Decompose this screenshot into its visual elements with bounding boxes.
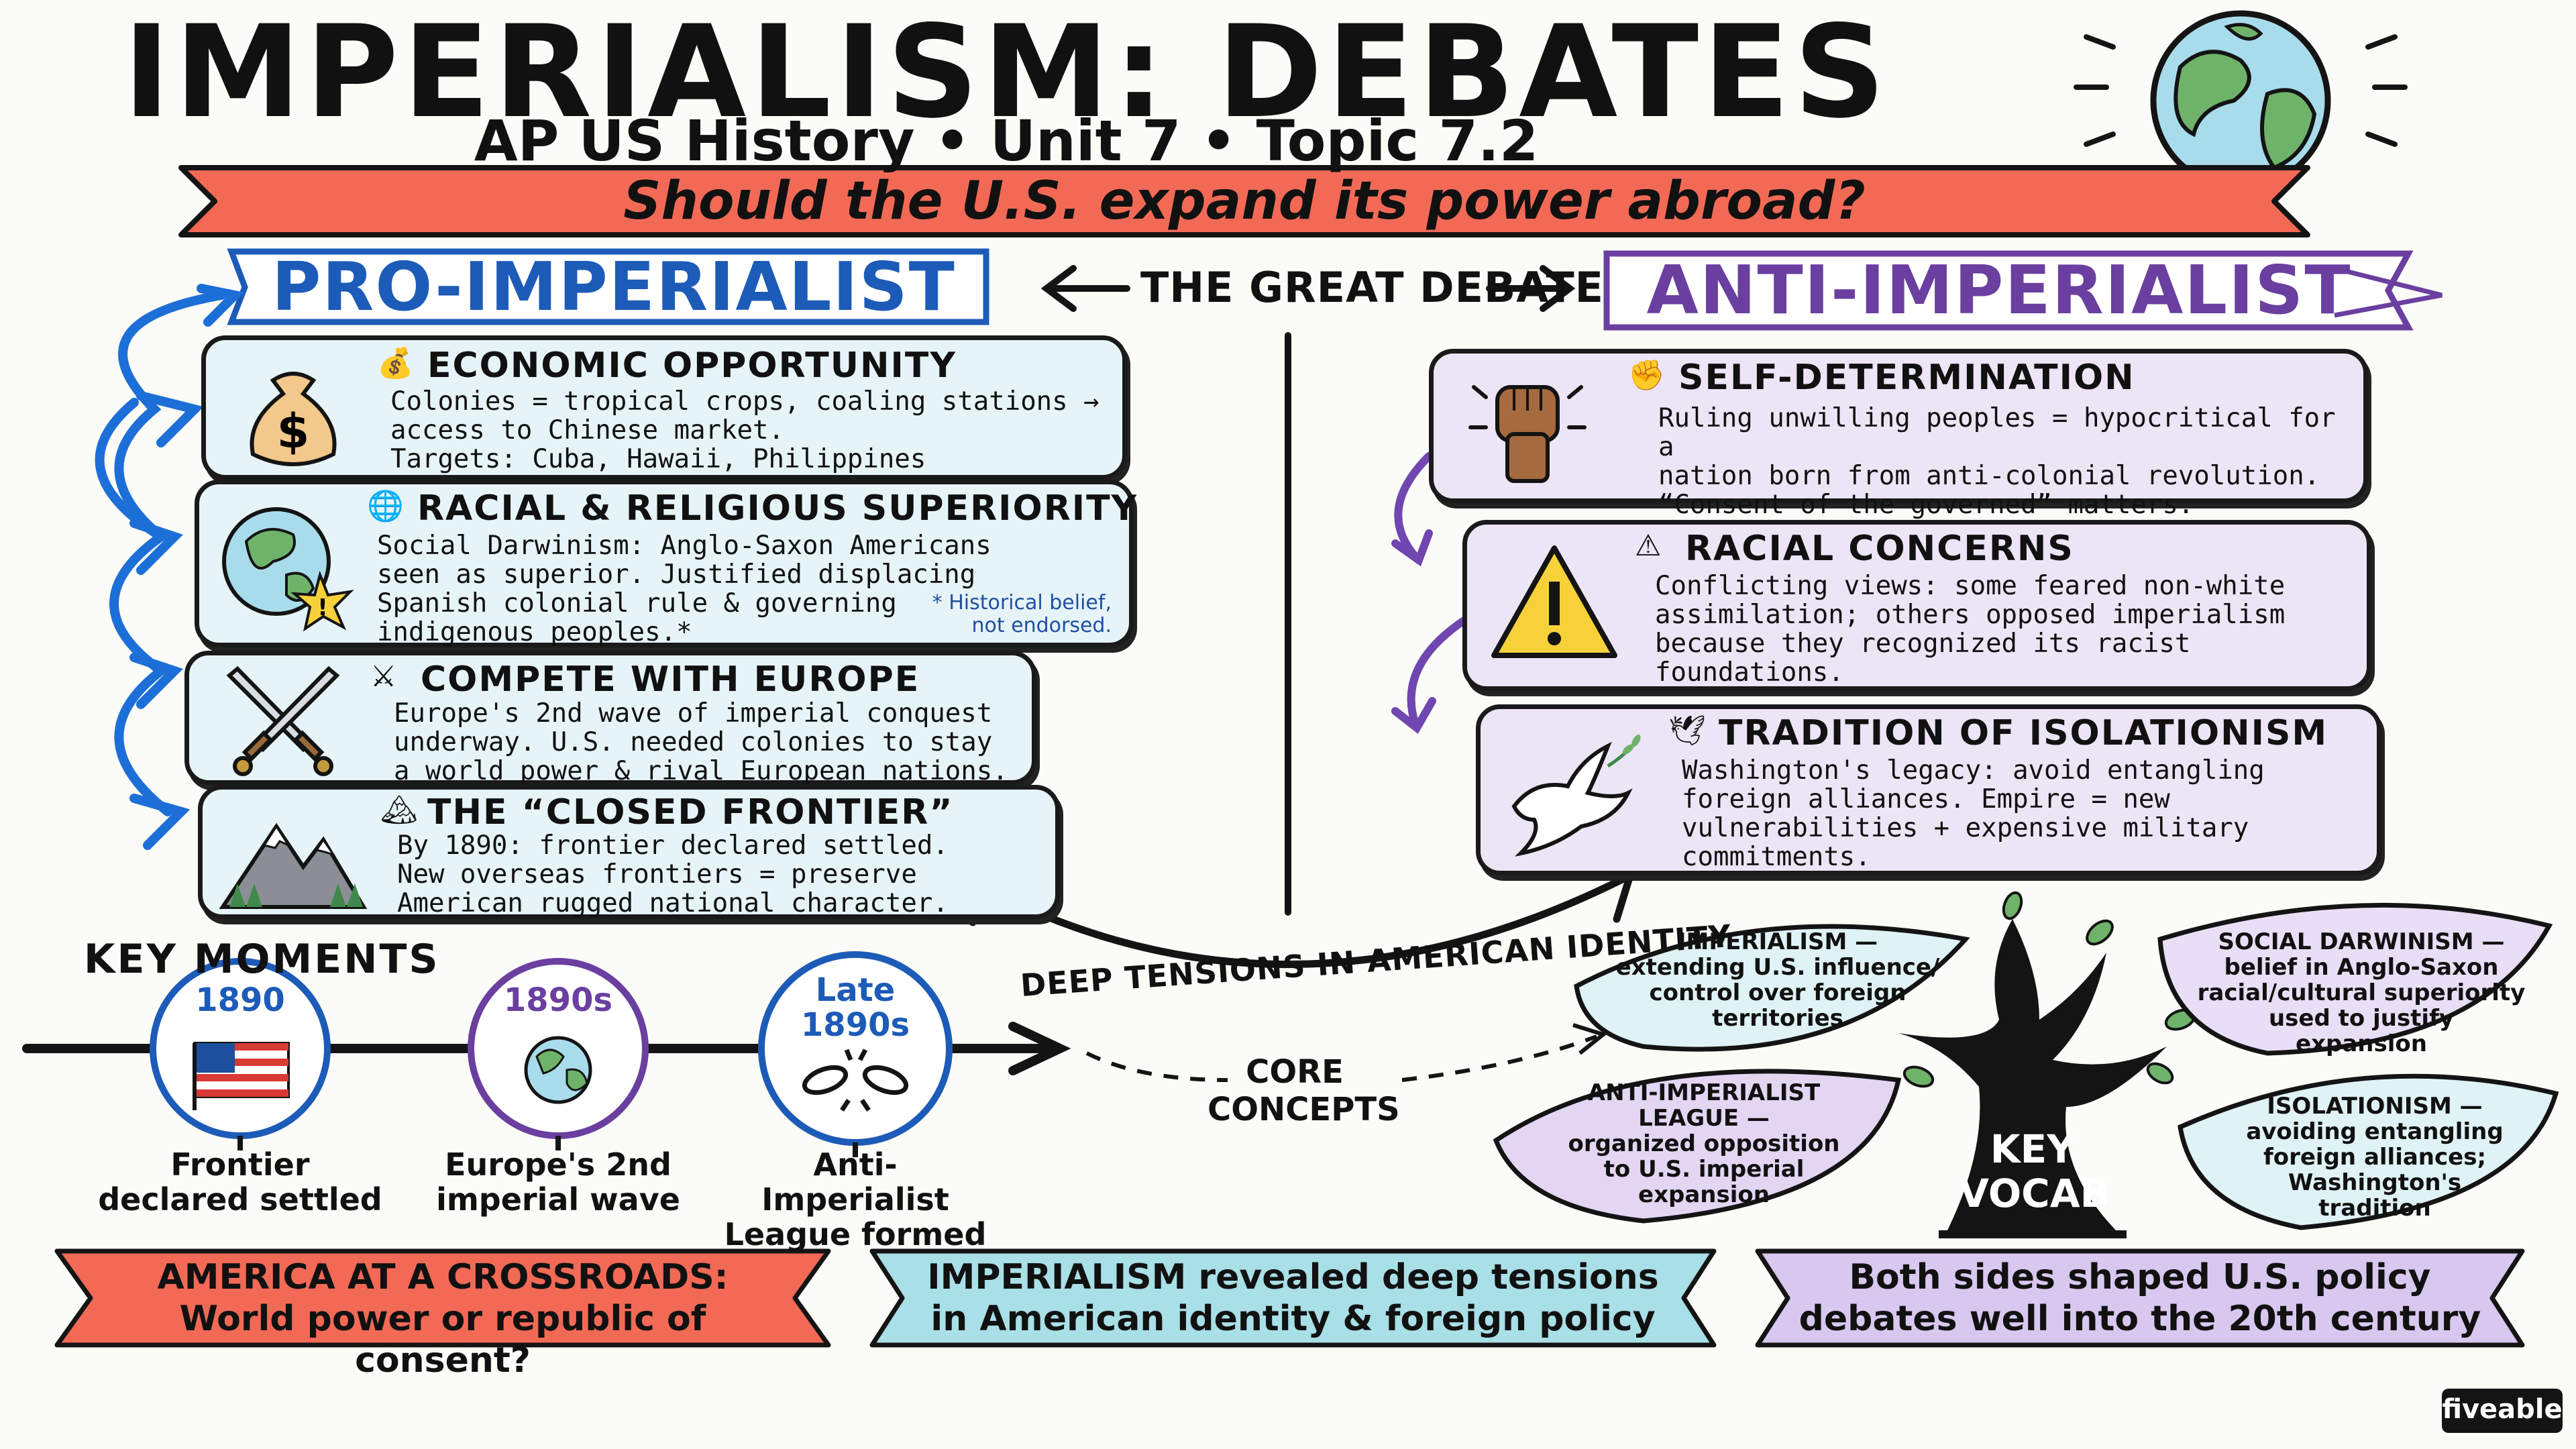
timeline-year-2: 1890s	[503, 981, 613, 1019]
card-title: RACIAL & RELIGIOUS SUPERIORITY	[417, 488, 1138, 529]
timeline-label-2: Europe's 2nd imperial wave	[436, 1146, 680, 1218]
core-dashes	[1085, 1034, 1598, 1082]
dove-icon	[1511, 734, 1641, 857]
card-title: THE “CLOSED FRONTIER”	[427, 792, 954, 833]
pro-flow-arrows	[95, 284, 245, 850]
anti-card-isolationism: 🕊 TRADITION OF ISOLATIONISM Washington's…	[1476, 704, 2381, 875]
vocab-isolationism: ISOLATIONISM — avoiding entangling forei…	[2246, 1093, 2504, 1222]
card-title: TRADITION OF ISOLATIONISM	[1719, 713, 2328, 753]
vocab-social-darwinism: SOCIAL DARWINISM — belief in Anglo-Saxon…	[2197, 928, 2526, 1057]
anti-flow-arrows	[1391, 452, 1473, 734]
timeline-label-3: Anti-Imperialist League formed	[724, 1146, 987, 1252]
debate-arrows	[1040, 265, 1576, 312]
anti-card-self-determination: ✊ SELF-DETERMINATION Ruling unwilling pe…	[1429, 349, 2368, 519]
bottom-ribbon-crossroads: AMERICA AT A CROSSROADS: World power or …	[157, 1257, 729, 1381]
vocab-leaves	[1493, 902, 2559, 1230]
debate-label: THE GREAT DEBATE	[1140, 263, 1605, 312]
globe-header-icon	[2074, 10, 2408, 191]
svg-text:!: !	[317, 594, 328, 621]
page-title: IMPERIALISM: DEBATES	[123, 0, 1890, 146]
small-mountain-icon: 🏔	[380, 793, 418, 827]
money-bag-icon: $	[250, 372, 337, 466]
svg-text:$: $	[277, 404, 310, 459]
us-flag-icon	[193, 1042, 290, 1110]
timeline-year-1: 1890	[195, 981, 285, 1019]
pro-title-ribbon	[227, 248, 989, 325]
timeline-label-1: Frontier declared settled	[98, 1146, 382, 1218]
bottom-ribbon-legacy: Both sides shaped U.S. policy debates we…	[1799, 1257, 2481, 1339]
card-title: RACIAL CONCERNS	[1685, 529, 2074, 569]
small-globe-icon: 🌐	[367, 489, 404, 523]
timeline-title: KEY MOMENTS	[84, 936, 440, 983]
bottom-ribbons	[54, 1248, 2525, 1348]
small-fist-icon: ✊	[1628, 358, 1665, 392]
small-swords-icon: ⚔	[370, 659, 397, 694]
card-text: By 1890: frontier declared settled. New …	[397, 830, 949, 918]
vocab-trunk-label: KEY VOCAB	[1959, 1126, 2110, 1216]
mountains-icon	[219, 822, 368, 909]
card-text: Washington's legacy: avoid entangling fo…	[1682, 755, 2265, 872]
card-text: Ruling unwilling peoples = hypocritical …	[1658, 403, 2336, 520]
page-subtitle: AP US History • Unit 7 • Topic 7.2	[474, 108, 1539, 174]
card-title: SELF-DETERMINATION	[1678, 358, 2135, 398]
globe-warning-icon: !	[222, 507, 354, 632]
core-concepts-label: CORE CONCEPTS	[1208, 1053, 1400, 1128]
pro-title: PRO-IMPERIALIST	[272, 248, 956, 326]
vocab-imperialism: IMPERIALISM — extending U.S. influence/ …	[1615, 928, 1940, 1032]
globe-timeline-icon	[524, 1036, 592, 1104]
brand-logo[interactable]: fiveable	[2442, 1394, 2563, 1425]
card-text: Colonies = tropical crops, coaling stati…	[390, 386, 1099, 474]
vocab-anti-imperialist-league: ANTI-IMPERIALIST LEAGUE — organized oppo…	[1568, 1079, 1840, 1208]
anti-card-racial-concerns: ⚠ RACIAL CONCERNS Conflicting views: som…	[1462, 520, 2371, 691]
bottom-ribbon-tensions: IMPERIALISM revealed deep tensions in Am…	[927, 1257, 1659, 1339]
card-title: COMPETE WITH EUROPE	[421, 659, 920, 700]
small-dove-icon: 🕊	[1668, 714, 1706, 748]
pro-card-economic: $ 💰 ECONOMIC OPPORTUNITY Colonies = trop…	[201, 335, 1127, 480]
raised-fist-icon	[1468, 385, 1587, 483]
warning-icon	[1491, 545, 1617, 658]
question-text: Should the U.S. expand its power abroad?	[623, 171, 1866, 231]
timeline-year-3: Late 1890s	[800, 971, 910, 1044]
card-text: Europe's 2nd wave of imperial conquest u…	[394, 698, 1008, 786]
pro-card-racial: ! 🌐 RACIAL & RELIGIOUS SUPERIORITY Socia…	[195, 480, 1136, 647]
card-text: Social Darwinism: Anglo-Saxon Americans …	[377, 531, 991, 647]
historical-note: * Historical belief, not endorsed.	[932, 591, 1112, 637]
card-title: ECONOMIC OPPORTUNITY	[427, 345, 957, 386]
small-money-icon: 💰	[377, 346, 414, 380]
crossed-swords-icon	[226, 665, 340, 776]
anti-title-ribbon	[1603, 250, 2414, 331]
pro-card-frontier: 🏔 THE “CLOSED FRONTIER” By 1890: frontie…	[198, 785, 1060, 919]
pro-card-europe: ⚔ COMPETE WITH EUROPE Europe's 2nd wave …	[184, 651, 1036, 786]
card-text: Conflicting views: some feared non-white…	[1655, 571, 2286, 688]
anti-title: ANTI-IMPERIALIST	[1646, 251, 2352, 329]
broken-chain-icon	[802, 1049, 909, 1112]
question-ribbon	[178, 165, 2310, 237]
small-warning-icon: ⚠	[1635, 529, 1662, 563]
